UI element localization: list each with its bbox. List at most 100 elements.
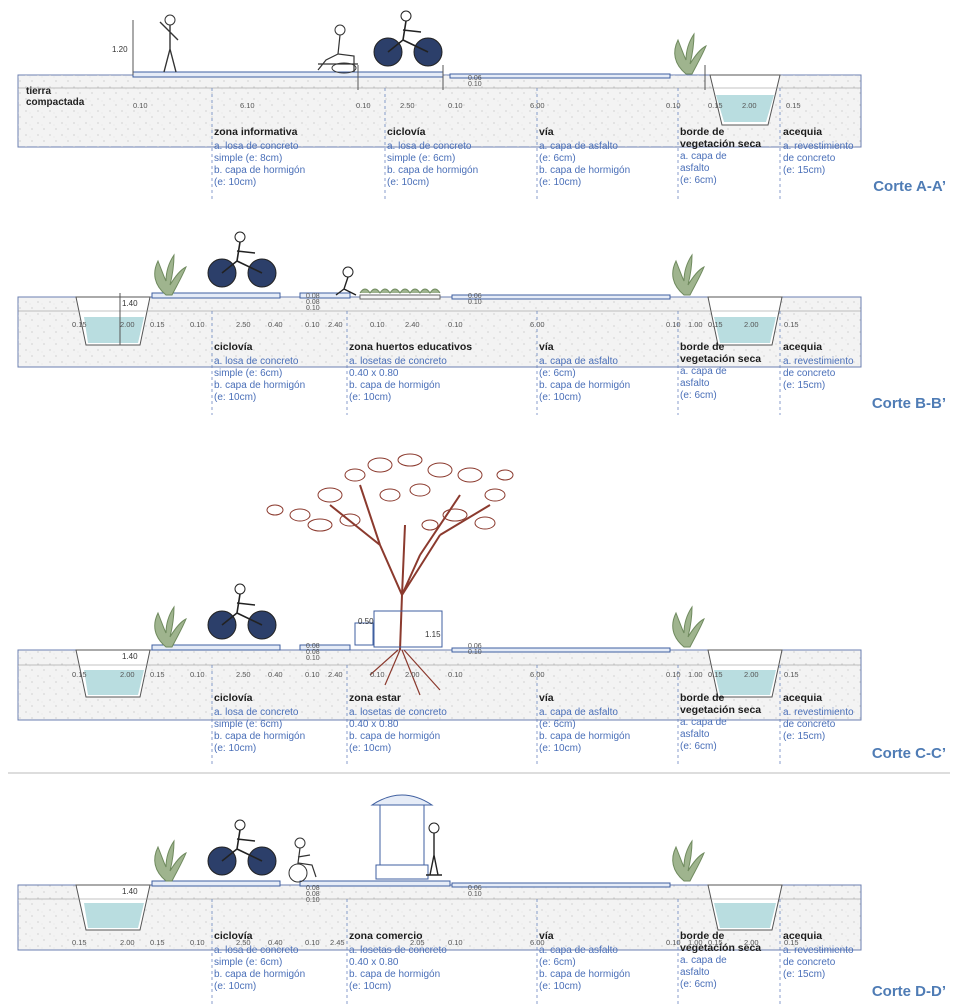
zone-note-line: a. capa de bbox=[680, 717, 727, 728]
zone-note-line: (e: 6cm) bbox=[680, 390, 717, 401]
zone-title: zona comercio bbox=[349, 930, 423, 942]
zone-note-line: (e: 10cm) bbox=[214, 392, 257, 403]
zone-note-line: (e: 10cm) bbox=[349, 392, 392, 403]
cut-label-b: Corte B-B’ bbox=[871, 395, 946, 412]
layer-dimension-label: 0.08 bbox=[306, 649, 320, 656]
zone-title: borde de vegetación seca bbox=[680, 930, 762, 954]
zone-note-line: a. capa de asfalto bbox=[539, 945, 618, 956]
dimension-label: 2.00 bbox=[744, 670, 759, 679]
layer-dimension-label: 0.10 bbox=[306, 655, 320, 662]
dimension-label: 0.15 bbox=[150, 938, 165, 947]
layer-dimension-label: 0.08 bbox=[306, 299, 320, 306]
shrub-icon bbox=[154, 253, 187, 296]
zone-note-line: b. capa de hormigón bbox=[539, 165, 631, 176]
zone-note-line: b. capa de hormigón bbox=[214, 165, 306, 176]
zone-note-line: (e: 15cm) bbox=[783, 380, 826, 391]
zone-note-line: (e: 10cm) bbox=[214, 177, 257, 188]
zone-title: ciclovía bbox=[214, 930, 253, 942]
dimension-label: 6.00 bbox=[530, 101, 545, 110]
dimension-label: 0.15 bbox=[784, 320, 799, 329]
zone-title: borde de vegetación seca bbox=[680, 126, 762, 150]
zone-note-line: (e: 6cm) bbox=[539, 957, 576, 968]
dimension-label: 0.10 bbox=[666, 938, 681, 947]
dimension-label: 0.10 bbox=[666, 101, 681, 110]
zone-note-line: asfalto bbox=[680, 729, 710, 740]
cut-label-c: Corte C-C’ bbox=[871, 745, 946, 762]
dimension-label: 0.40 bbox=[268, 670, 283, 679]
dimension-label: 0.10 bbox=[356, 101, 371, 110]
seated-person-icon bbox=[317, 24, 358, 74]
dimension-label: 6.10 bbox=[240, 101, 255, 110]
gardener-icon bbox=[335, 266, 357, 296]
cyclist-icon bbox=[373, 10, 443, 67]
zone-note-line: 0.40 x 0.80 bbox=[349, 368, 399, 379]
height-label: 0.50 bbox=[358, 617, 374, 626]
section-a: tierra compactada 1.20 Corte A-A’ bbox=[0, 0, 958, 215]
zone-note-line: simple (e: 8cm) bbox=[214, 153, 283, 164]
zone-title: vía bbox=[539, 341, 554, 353]
section-d: 1.40 Corte D-D’ bbox=[0, 775, 958, 1006]
zone-title: zona informativa bbox=[214, 126, 298, 138]
zone-note-line: b. capa de hormigón bbox=[349, 731, 441, 742]
wheelchair-user-icon bbox=[288, 837, 317, 883]
dimension-label: 0.15 bbox=[708, 320, 723, 329]
layer-dimension-label: 0.10 bbox=[468, 81, 482, 88]
zone-note-line: (e: 15cm) bbox=[783, 731, 826, 742]
zone-note-line: a. losetas de concreto bbox=[349, 356, 447, 367]
zone-note-line: a. revestimiento bbox=[783, 707, 854, 718]
zone-title: acequia bbox=[783, 930, 823, 942]
dimension-label: 0.10 bbox=[666, 670, 681, 679]
skater-icon bbox=[426, 822, 442, 876]
zone-note-line: b. capa de hormigón bbox=[214, 969, 306, 980]
height-label: 1.15 bbox=[425, 630, 441, 639]
zone-note-line: (e: 6cm) bbox=[680, 175, 717, 186]
zone-note-line: b. capa de hormigón bbox=[387, 165, 479, 176]
dimension-label: 2.50 bbox=[236, 938, 251, 947]
dimension-label: 1.00 bbox=[688, 938, 703, 947]
zone-note-line: (e: 15cm) bbox=[783, 969, 826, 980]
dimension-label: 0.15 bbox=[72, 670, 87, 679]
shrub-icon bbox=[672, 839, 705, 882]
layer-dimension-label: 0.06 bbox=[468, 885, 482, 892]
bench-icon bbox=[354, 610, 443, 648]
zone-note-line: 0.40 x 0.80 bbox=[349, 719, 399, 730]
layer-dimension-label: 0.06 bbox=[468, 75, 482, 82]
zone-title: borde de vegetación seca bbox=[680, 692, 762, 716]
zone-note-line: a. capa de asfalto bbox=[539, 707, 618, 718]
dimension-label: 0.10 bbox=[448, 938, 463, 947]
zone-note-line: a. capa de bbox=[680, 366, 727, 377]
zone-note-line: (e: 10cm) bbox=[349, 743, 392, 754]
zone-note-line: b. capa de hormigón bbox=[349, 380, 441, 391]
zone-note-line: de concreto bbox=[783, 153, 836, 164]
dimension-label: 0.15 bbox=[72, 938, 87, 947]
zone-note-line: (e: 6cm) bbox=[539, 153, 576, 164]
layer-dimension-label: 0.10 bbox=[468, 891, 482, 898]
height-label: 1.20 bbox=[112, 45, 128, 54]
zone-note-line: b. capa de hormigón bbox=[214, 380, 306, 391]
dimension-label: 0.15 bbox=[784, 938, 799, 947]
dimension-label: 0.10 bbox=[190, 320, 205, 329]
dimension-label: 6.00 bbox=[530, 670, 545, 679]
zone-note-line: asfalto bbox=[680, 163, 710, 174]
dimension-label: 6.00 bbox=[530, 320, 545, 329]
zone-note-line: (e: 10cm) bbox=[539, 392, 582, 403]
dimension-label: 0.10 bbox=[666, 320, 681, 329]
zone-note-line: a. capa de bbox=[680, 151, 727, 162]
zone-title: borde de vegetación seca bbox=[680, 341, 762, 365]
zone-note-line: (e: 6cm) bbox=[680, 741, 717, 752]
dimension-label: 0.10 bbox=[370, 320, 385, 329]
dimension-label: 0.15 bbox=[72, 320, 87, 329]
dimension-label: 0.15 bbox=[708, 670, 723, 679]
dimension-label: 0.40 bbox=[268, 320, 283, 329]
zone-note-line: (e: 10cm) bbox=[539, 981, 582, 992]
dimension-label: 0.10 bbox=[448, 101, 463, 110]
dimension-label: 0.15 bbox=[708, 101, 723, 110]
height-label: 1.40 bbox=[122, 652, 138, 661]
layer-dimension-label: 0.10 bbox=[306, 305, 320, 312]
section-d-drawing bbox=[17, 794, 862, 1006]
zone-note-line: (e: 15cm) bbox=[783, 165, 826, 176]
dimension-label: 2.45 bbox=[330, 938, 345, 947]
zone-title: acequia bbox=[783, 126, 823, 138]
dimension-label: 1.00 bbox=[688, 670, 703, 679]
